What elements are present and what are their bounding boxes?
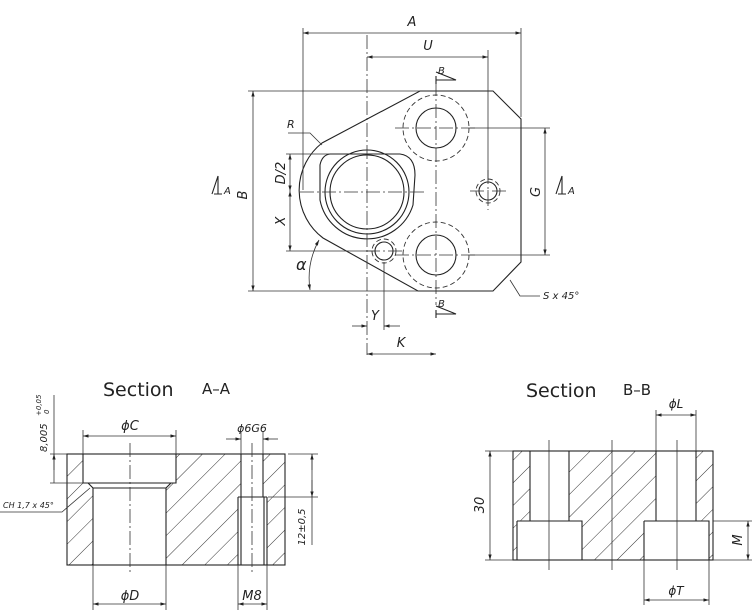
section-b-b: Section B–B ϕL ϕT 30 M — [473, 380, 752, 605]
section-marker-a-left: A — [211, 175, 231, 197]
dim-m8-label: M8 — [242, 589, 262, 604]
section-a-a: Section A–A ϕC ϕ6G6 ϕD — [0, 379, 318, 610]
section-marker-a-right: A — [555, 175, 575, 197]
bore-profile — [82, 454, 177, 565]
section-aa-name: A–A — [202, 380, 231, 398]
dim-y-label: Y — [371, 309, 380, 324]
svg-text:B: B — [438, 66, 445, 77]
dim-d-label: ϕD — [121, 589, 140, 604]
svg-text:8,005: 8,005 — [39, 423, 50, 452]
section-bb-name: B–B — [623, 381, 651, 399]
svg-text:+0,05: +0,05 — [35, 394, 43, 416]
dim-height-label: 30 — [473, 497, 488, 514]
dim-depth-label: 8,005 +0,05 0 — [35, 394, 51, 452]
dim-l-label: ϕL — [669, 397, 684, 411]
dim-x-label: X — [274, 215, 289, 226]
section-bb-title: Section — [526, 380, 597, 402]
section-bb-body — [512, 450, 714, 561]
dim-b-label: B — [236, 190, 251, 199]
svg-text:0: 0 — [43, 409, 51, 414]
dim-d2-label: D/2 — [274, 162, 289, 185]
svg-text:A: A — [567, 186, 575, 197]
threaded-hole-profile — [237, 454, 268, 565]
radius-label: R — [287, 118, 295, 131]
section-marker-b-bottom: B — [435, 299, 457, 318]
section-marker-b-top: B — [435, 66, 457, 84]
counterbore-profiles — [516, 451, 710, 560]
section-aa-hatch — [67, 454, 285, 565]
dim-u-label: U — [423, 39, 433, 54]
dim-g-label: G — [529, 187, 544, 197]
section-bb-dimensions — [485, 410, 752, 605]
dim-c-label: ϕC — [121, 419, 140, 434]
svg-text:B: B — [438, 299, 445, 310]
section-aa-dimensions — [0, 395, 318, 610]
extension-lines — [248, 28, 550, 330]
dimension-lines — [251, 31, 547, 356]
angle-label: α — [296, 255, 307, 274]
section-aa-title: Section — [103, 379, 174, 401]
dim-a-label: A — [407, 15, 417, 30]
svg-text:A: A — [223, 186, 231, 197]
dim-6g6-label: ϕ6G6 — [237, 422, 267, 435]
chamfer-note: CH 1,7 x 45° — [3, 501, 54, 510]
dim-k-label: K — [397, 336, 407, 351]
top-view: A U B D/2 X G K Y R α S x 45° B B A A — [211, 15, 579, 356]
dim-t-label: ϕT — [668, 584, 685, 598]
chamfer-label: S x 45° — [543, 291, 579, 302]
dim-thread-depth-label: 12±0,5 — [297, 508, 308, 545]
section-bb-hatch — [513, 451, 713, 560]
dim-m-label: M — [731, 534, 746, 545]
